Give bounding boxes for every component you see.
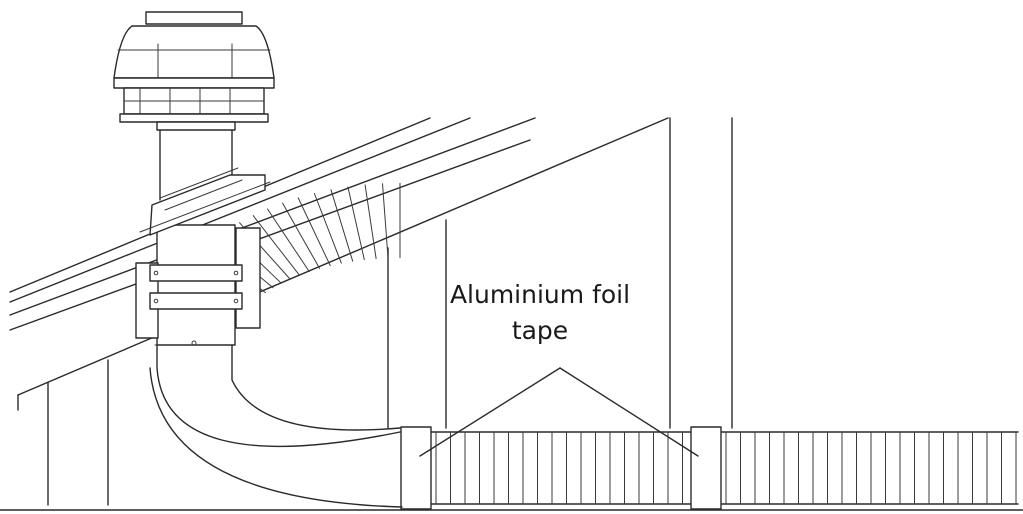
elbow-rib bbox=[364, 184, 377, 259]
elbow-rib bbox=[347, 186, 365, 261]
elbow-rib bbox=[330, 189, 354, 262]
elbow-rib bbox=[297, 197, 331, 266]
callout-label-line1: Aluminium foil bbox=[449, 280, 631, 309]
tape-collar-right bbox=[690, 426, 722, 510]
tape-collar-left bbox=[400, 426, 432, 510]
support-posts bbox=[47, 117, 733, 506]
mounting-bracket bbox=[135, 227, 261, 339]
vertical-duct bbox=[156, 127, 236, 346]
elbow-rib bbox=[282, 202, 320, 269]
callout-pointers bbox=[419, 367, 699, 457]
elbow-rib bbox=[313, 193, 342, 264]
elbow-rib bbox=[267, 208, 310, 272]
roof-fan-unit bbox=[113, 11, 275, 131]
corrugated-duct-straight bbox=[429, 431, 1019, 505]
elbow-rib bbox=[252, 215, 300, 276]
callout-label-line2: tape bbox=[511, 316, 569, 345]
roof-flashing bbox=[139, 167, 271, 236]
elbow-rib bbox=[382, 183, 389, 259]
